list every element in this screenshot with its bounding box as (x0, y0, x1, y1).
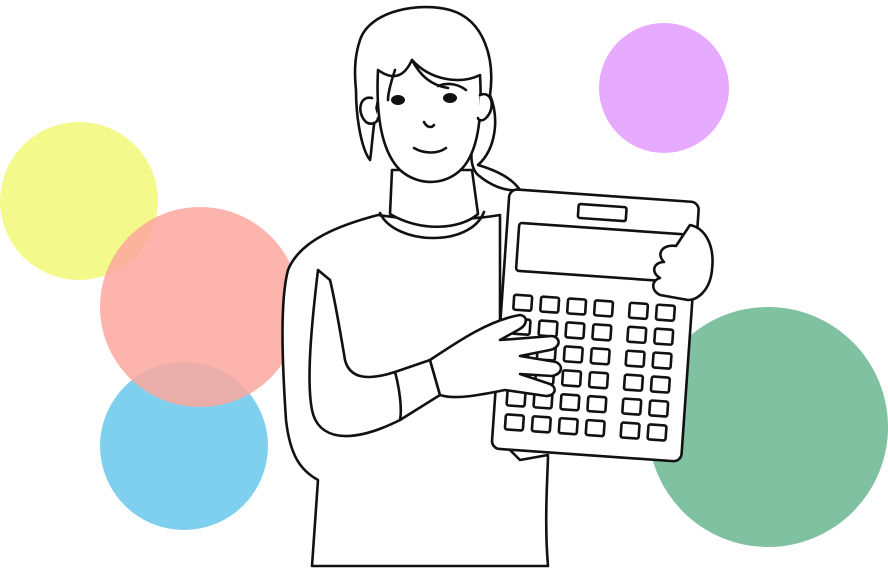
calculator-key (539, 295, 561, 314)
calculator-key (646, 423, 668, 442)
calculator-key (559, 392, 581, 412)
calculator-key (622, 373, 645, 392)
bangs (386, 58, 450, 102)
calculator-key (626, 325, 648, 345)
calculator-key (560, 369, 583, 388)
ear (359, 96, 380, 125)
calculator-key (591, 323, 613, 342)
right-hand (651, 223, 714, 302)
calculator-key (653, 327, 675, 346)
calculator-key (589, 347, 611, 366)
ear (476, 92, 493, 122)
left-hand (428, 313, 563, 399)
calculator-key (512, 293, 534, 313)
calculator-key (592, 299, 615, 318)
calculator-key (557, 416, 579, 436)
calculator-key (649, 375, 672, 394)
calculator-key (654, 303, 677, 322)
calculator-key (530, 415, 552, 434)
green-circle (648, 307, 888, 547)
calculator-key (564, 321, 586, 340)
calculator-key (503, 413, 526, 432)
calculator-key (584, 418, 606, 438)
nose (422, 120, 436, 129)
eyebrow-right (436, 82, 468, 92)
calculator-key (651, 351, 673, 370)
pink-circle (100, 207, 300, 407)
sleeve-cuff (393, 370, 403, 422)
right-eye (443, 93, 457, 103)
left-eye (391, 95, 405, 105)
solar-panel (576, 202, 628, 223)
calculator-key (562, 345, 584, 364)
blue-circle (100, 362, 268, 530)
yellow-circle (0, 122, 158, 280)
calculator-key (537, 319, 559, 338)
woman-figure (281, 5, 550, 568)
calculator-key (648, 399, 670, 418)
calculator-key (627, 301, 650, 321)
calculator-key (619, 421, 641, 440)
mouth (412, 146, 448, 154)
calculator-key (621, 397, 643, 416)
neck (388, 168, 480, 229)
background-circles (0, 23, 888, 547)
calculator-key (586, 394, 608, 414)
calculator-key (565, 297, 588, 316)
calculator-key (587, 370, 610, 390)
hands (428, 223, 714, 399)
purple-circle (599, 23, 729, 153)
neckline (378, 210, 486, 240)
calculator-key (624, 349, 646, 368)
